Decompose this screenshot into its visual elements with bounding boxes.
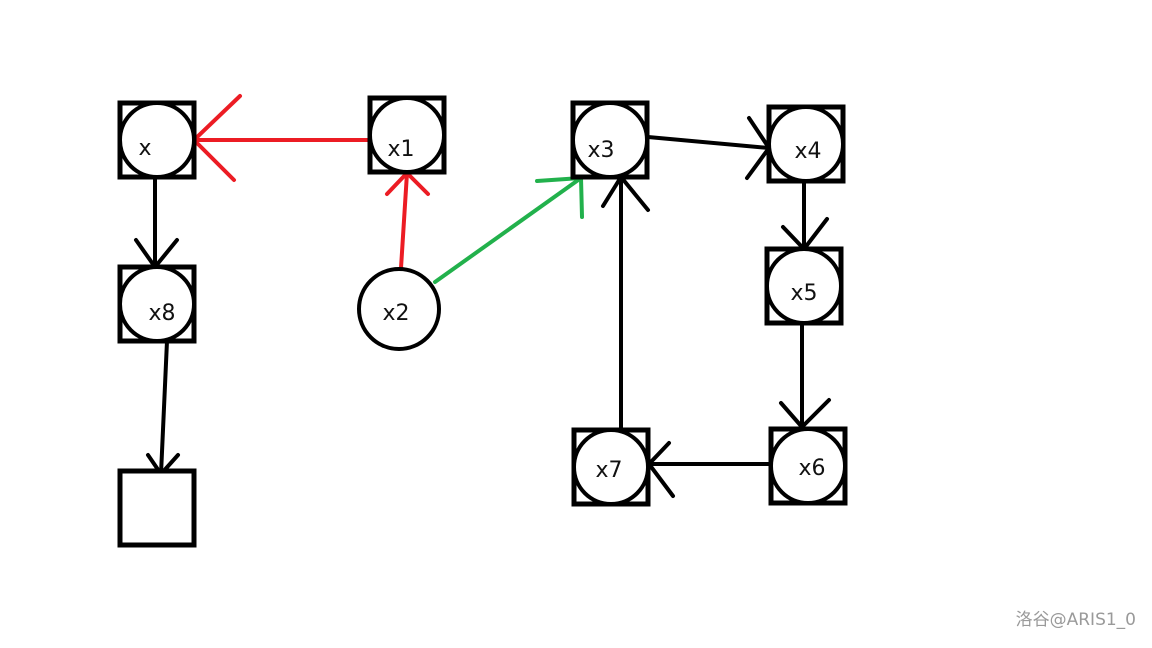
node-label-x4: x4	[794, 139, 821, 164]
edge-x8-to-empty	[159, 339, 169, 476]
edge-x2-to-x3	[433, 176, 583, 284]
watermark: 洛谷@ARIS1_0	[1015, 610, 1136, 630]
node-label-x1: x1	[387, 137, 414, 162]
node-circle	[572, 428, 650, 506]
node-square	[117, 468, 197, 548]
arrowhead-x5-to-x6	[779, 398, 831, 429]
node-empty	[117, 468, 197, 548]
node-label-x8: x8	[148, 301, 175, 326]
node-x4: x4	[766, 104, 846, 184]
node-circle	[118, 265, 196, 343]
node-x2: x2	[357, 267, 441, 351]
node-x7: x7	[571, 427, 651, 507]
node-circle	[357, 267, 441, 351]
arrowhead-x6-to-x7	[647, 441, 675, 498]
nodes-layer: x x1 x2 x3 x4 x5 x6 x7 x8	[117, 95, 848, 548]
node-circle	[571, 101, 649, 179]
node-x: x	[117, 100, 197, 180]
node-circle	[769, 427, 847, 505]
node-label-x5: x5	[790, 281, 817, 306]
node-label-x2: x2	[382, 301, 409, 326]
node-label-x: x	[138, 136, 151, 161]
node-circle	[368, 96, 446, 174]
node-x8: x8	[117, 264, 197, 344]
node-circle	[765, 247, 843, 325]
arrowhead-x7-to-x3	[601, 175, 650, 212]
node-x3: x3	[570, 100, 650, 180]
node-circle	[767, 105, 845, 183]
edge-x2-to-x1	[399, 171, 409, 270]
edges-layer	[134, 94, 831, 498]
node-label-x3: x3	[587, 138, 614, 163]
node-label-x7: x7	[595, 458, 622, 483]
node-label-x6: x6	[798, 456, 825, 481]
node-x6: x6	[768, 426, 848, 506]
node-x5: x5	[764, 246, 844, 326]
node-circle	[118, 101, 196, 179]
node-x1: x1	[367, 95, 447, 175]
edge-x3-to-x4	[646, 135, 771, 150]
